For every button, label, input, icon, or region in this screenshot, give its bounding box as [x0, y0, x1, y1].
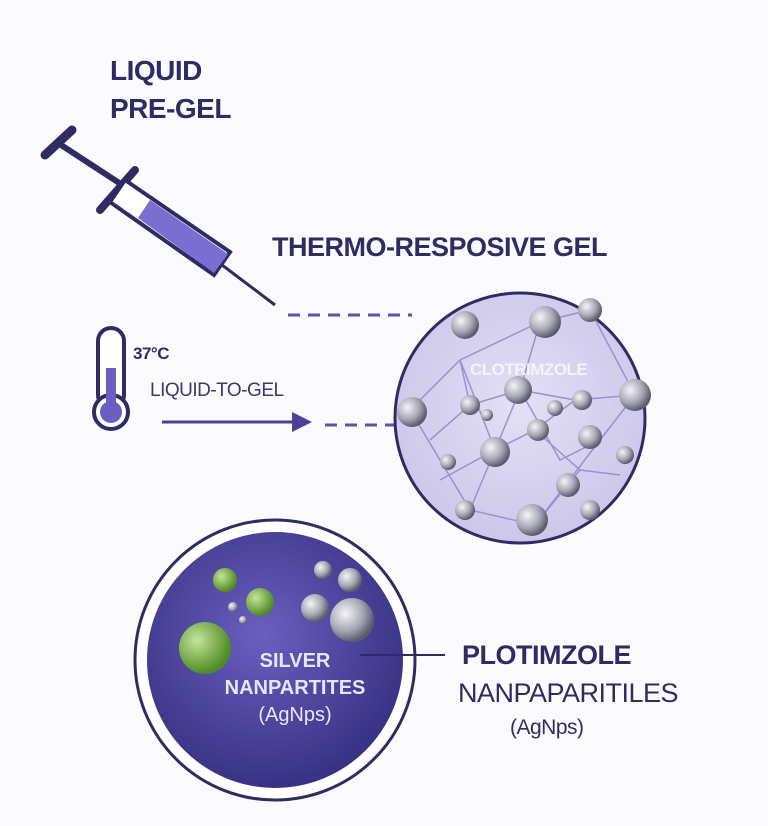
right-label-line3: (AgNps) — [510, 716, 584, 739]
right-label-line1: PLOTIMZOLE — [462, 640, 631, 670]
liquid-label: LIQUID — [110, 55, 202, 86]
silver-line1: SILVER — [259, 650, 331, 672]
transition-label: LIQUID-TO-GEL — [150, 380, 284, 401]
drug-in-gel-label: CLOTRIMZOLE — [470, 360, 588, 379]
thermometer-icon — [92, 326, 130, 431]
right-label-line2: NANPAPARITILES — [458, 678, 679, 708]
pre-gel-label: PRE-GEL — [110, 93, 231, 124]
nanoparticle-circle — [133, 518, 445, 802]
silver-line3: (AgNps) — [258, 704, 332, 726]
gel-title: THERMO-RESPOSIVE GEL — [272, 232, 608, 262]
silver-label: SILVER NANPARTITES (AgNps) — [210, 648, 380, 729]
temperature-label: 37°C — [133, 344, 169, 363]
silver-line2: NANPARTITES — [224, 677, 366, 699]
gel-network-circle — [393, 291, 651, 545]
arrow-icon — [162, 412, 312, 432]
syringe-icon — [40, 125, 276, 307]
